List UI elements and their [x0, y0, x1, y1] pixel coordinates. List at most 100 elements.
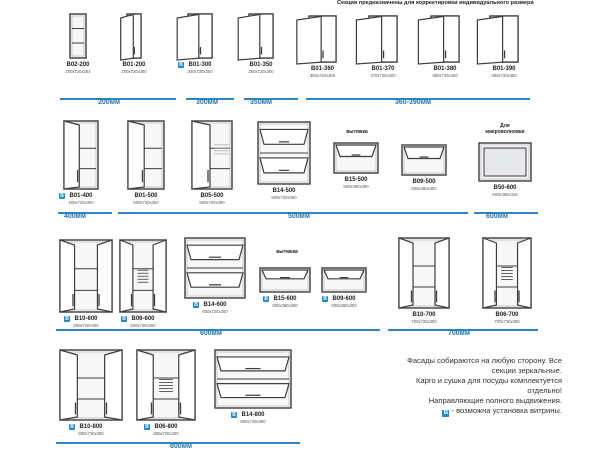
cabinet-drawing — [184, 237, 246, 299]
cabinet-dimensions: 800х720х300 — [153, 431, 179, 436]
cabinet-code: В01-400 — [69, 193, 93, 199]
group-divider — [58, 212, 112, 214]
cabinet-drawing — [136, 349, 196, 421]
cabinet-code: В10-700 — [412, 312, 436, 318]
cabinet-drawing — [127, 120, 165, 190]
cabinet-drawing — [476, 15, 519, 65]
showcase-badge-icon: В — [59, 193, 65, 199]
info-line-6-text: - возможна установка витрины. — [451, 406, 562, 415]
info-line-6: В- возможна установка витрины. — [330, 406, 562, 417]
cabinet-code: В14-500 — [272, 188, 296, 194]
cabinet-code: В09-500 — [412, 179, 436, 185]
group-divider — [474, 212, 538, 214]
cabinet-code: В06-700 — [495, 312, 519, 318]
cabinet-drawing — [398, 237, 450, 309]
cabinet-dimensions: 200х720х284 — [65, 69, 91, 74]
group-divider — [186, 98, 234, 100]
showcase-badge-icon: В — [178, 62, 184, 68]
cabinet-dimensions: 390х720х300 — [491, 73, 517, 78]
group-label: 300мм — [196, 99, 219, 106]
cabinet-dimensions: 500х360х300 — [343, 184, 369, 189]
cabinet-dimensions: 500х720х300 — [199, 200, 225, 205]
showcase-badge-icon: В — [69, 424, 75, 430]
cabinet-dimensions: 600х360х300 — [331, 303, 357, 308]
cabinet-code: В06-800 — [154, 424, 178, 430]
showcase-badge-icon: В — [121, 316, 127, 322]
cabinet-code: В05-500 — [200, 193, 224, 199]
hood-note-1: вытяжка — [346, 129, 368, 135]
group-label: 800мм — [170, 443, 193, 450]
showcase-badge-icon: В — [442, 410, 450, 417]
cabinet-drawing — [59, 239, 113, 313]
cabinet-dimensions: 500х360х300 — [411, 186, 437, 191]
info-line-3: Карго и сушка для посуды комплектуется — [416, 376, 562, 385]
group-label: 500мм — [288, 213, 311, 220]
cabinet-drawing — [321, 267, 367, 293]
group-divider — [306, 98, 530, 100]
group-divider — [60, 98, 176, 100]
showcase-badge-icon: В — [231, 412, 237, 418]
cabinet-code: В14-800 — [241, 412, 265, 418]
cabinet-dimensions: 350х720х300 — [248, 69, 274, 74]
showcase-badge-icon: В — [193, 302, 199, 308]
group-label: 360-390мм — [395, 99, 432, 106]
cabinet-dimensions: 600х720х300 — [130, 323, 156, 328]
group-label: 350мм — [250, 99, 273, 106]
cabinet-dimensions: 700х720х300 — [494, 319, 520, 324]
cabinet-dimensions: 600х360х300 — [272, 303, 298, 308]
cabinet-code: В10-600 — [74, 316, 98, 322]
cabinet-dimensions: 400х720х300 — [68, 200, 94, 205]
cabinet-dimensions: 300х720х300 — [187, 69, 213, 74]
cabinet-drawing — [482, 237, 532, 309]
info-line-2: секции зеркальные. — [491, 366, 562, 375]
cabinet-code: В06-600 — [131, 316, 155, 322]
cabinet-code: В02-200 — [66, 62, 90, 68]
cabinet-code: В01-370 — [371, 66, 395, 72]
cabinet-drawing — [259, 267, 311, 293]
cabinet-code: В01-380 — [433, 66, 457, 72]
cabinet-drawing — [257, 121, 311, 185]
cabinet-drawing — [120, 13, 142, 61]
cabinet-code: В15-500 — [344, 177, 368, 183]
cabinet-dimensions: 600х720х300 — [202, 309, 228, 314]
cabinet-dimensions: 380х720х300 — [432, 73, 458, 78]
cabinet-dimensions: 700х720х300 — [411, 319, 437, 324]
header-note: Секции предназначены для корректировки и… — [337, 0, 534, 6]
group-divider — [388, 329, 538, 331]
cabinet-drawing — [417, 15, 460, 65]
cabinet-dimensions: 360х720х300 — [309, 73, 336, 78]
cabinet-dimensions: 500х720х300 — [133, 200, 159, 205]
cabinet-code: В01-300 — [188, 62, 212, 68]
cabinet-drawing — [355, 15, 398, 65]
group-label: 700мм — [448, 330, 471, 337]
info-line-1: Фасады собираются на любую сторону. Все — [407, 356, 562, 365]
cabinet-code: В15-600 — [273, 296, 297, 302]
cabinet-drawing — [191, 120, 233, 190]
cabinet-code: В01-200 — [122, 62, 146, 68]
showcase-badge-icon: В — [322, 296, 328, 302]
hood-note-2: вытяжка — [276, 249, 298, 255]
cabinet-drawing — [296, 15, 337, 65]
group-divider — [244, 98, 298, 100]
cabinet-drawing — [478, 142, 532, 182]
